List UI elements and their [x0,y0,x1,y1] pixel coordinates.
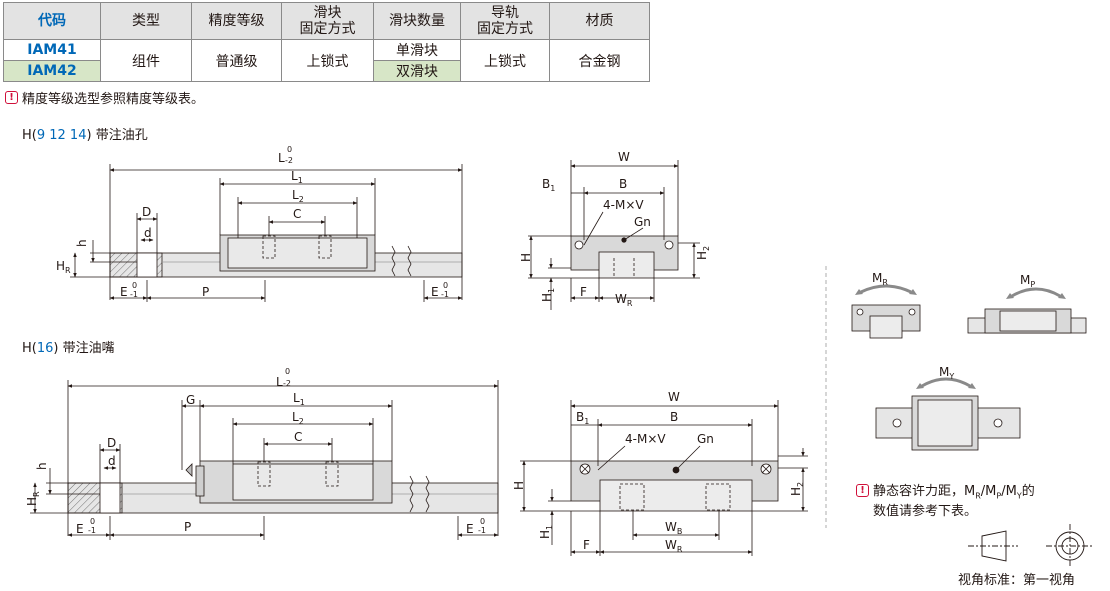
dim-F-2: F [583,538,590,552]
dim-h: h [75,239,89,247]
cell-type: 组件 [100,39,192,82]
svg-text:-1: -1 [441,290,449,299]
moment-note-text: 静态容许力距，MR/MP/MY的 [873,484,1035,501]
col-material: 材质 [549,2,650,40]
section-title-2: H(16) 带注油嘴 [22,341,115,356]
dim-d-2: d [108,454,116,468]
dim-MxV-2: 4-M×V [625,432,666,446]
dim-H2-2: H2 [789,482,805,496]
front-view-bottom-labels: W B B1 4-M×V Gn H H2 H1 F WB WR [512,390,805,554]
moment-my-figure [875,377,1021,451]
dim-E-2: E [76,522,84,536]
dim-F: F [580,285,587,299]
col-slider-count: 滑块数量 [373,2,461,40]
cell-material: 合金钢 [549,39,650,82]
dim-W: W [618,150,630,164]
precision-note: ! 精度等级选型参照精度等级表。 [5,88,204,107]
dim-W-2: W [668,390,680,404]
cell-precision: 普通级 [191,39,282,82]
alert-icon: ! [5,91,18,104]
svg-text:0: 0 [90,517,95,526]
col-code: 代码 [3,2,101,40]
dim-WR-2: WR [665,538,683,554]
dim-H2: H2 [695,246,711,260]
dim-D: D [142,205,151,219]
dim-HR-2: HR [25,491,41,506]
dim-E: E [120,285,128,299]
side-view-bottom [30,380,499,540]
dim-B-2: B [670,410,678,424]
dim-WR: WR [615,292,633,308]
svg-text:-2: -2 [285,156,293,165]
table-row: IAM42 双滑块 [3,60,650,82]
dim-d: d [144,226,152,240]
dim-L2-2: L2 [292,410,304,426]
svg-text:-1: -1 [130,290,138,299]
dim-Gn-2: Gn [697,432,714,446]
moment-mp-figure [967,287,1087,334]
front-view-top-labels: W B B1 4-M×V Gn H H2 H1 F WR [519,150,711,308]
svg-text:0: 0 [132,281,137,290]
model-code-1: IAM41 [3,39,101,61]
label-MR: MR [872,271,888,287]
moment-note: ! 静态容许力距，MR/MP/MY的 [856,480,1035,501]
section-title-1: H(9 12 14) 带注油孔 [22,128,148,143]
svg-text:-1: -1 [88,526,96,535]
moment-labels: MR MP MY [872,271,1035,381]
spec-header-row: 代码 类型 精度等级 滑块固定方式 滑块数量 导轨固定方式 材质 [3,2,650,40]
dim-E-right: E [431,285,439,299]
label-MY: MY [939,365,954,381]
side-view-top [70,164,463,302]
moment-mr-figure [851,284,921,339]
dim-h-2: h [35,462,49,470]
dim-L1: L1 [291,169,303,185]
svg-text:0: 0 [480,517,485,526]
dim-B1: B1 [542,177,555,193]
dim-HR: HR [56,259,71,275]
dim-B1-2: B1 [576,410,589,426]
dim-B: B [619,177,627,191]
dim-D-2: D [107,436,116,450]
model-code-2: IAM42 [3,60,101,82]
precision-note-text: 精度等级选型参照精度等级表。 [22,92,205,107]
dim-L2: L2 [292,188,304,204]
spec-table: 代码 类型 精度等级 滑块固定方式 滑块数量 导轨固定方式 材质 IAM41 组… [3,2,650,82]
dim-C: C [293,207,301,221]
alert-icon: ! [856,483,869,497]
first-angle-projection-icon [968,524,1094,568]
cell-rail-fix: 上锁式 [460,39,550,82]
dim-H: H [519,253,533,262]
dim-H1-2: H1 [538,525,554,539]
svg-text:0: 0 [287,145,292,154]
col-slider-fix: 滑块固定方式 [281,2,374,40]
dim-G: G [186,393,195,407]
dim-E-right-2: E [466,522,474,536]
dim-MxV: 4-M×V [603,198,644,212]
svg-text:0: 0 [285,367,290,376]
dim-Gn: Gn [634,215,651,229]
dim-L-2: L [276,375,283,389]
dim-H1: H1 [540,288,556,302]
svg-text:-1: -1 [478,526,486,535]
dim-L: L [278,151,285,165]
front-view-bottom [520,400,808,556]
projection-label: 视角标准：第一视角 [958,573,1076,588]
svg-text:-2: -2 [283,379,291,388]
svg-text:0: 0 [443,281,448,290]
dim-L1-2: L1 [293,391,305,407]
front-view-top [528,160,700,310]
cell-slider-count-2: 双滑块 [373,60,461,82]
side-view-top-labels: L 0 -2 L1 L2 C D d h HR E 0 -1 P E 0 -1 [56,145,449,299]
moment-note-line2: 数值请参考下表。 [873,504,978,519]
dim-WB: WB [665,520,682,536]
dim-P-2: P [184,520,191,534]
label-MP: MP [1020,273,1035,289]
dim-P: P [202,285,209,299]
dim-C-2: C [294,430,302,444]
side-view-bottom-labels: L 0 -2 L1 L2 C G D d h HR E 0 -1 P E 0 -… [25,367,486,536]
dim-H-2: H [512,481,526,490]
